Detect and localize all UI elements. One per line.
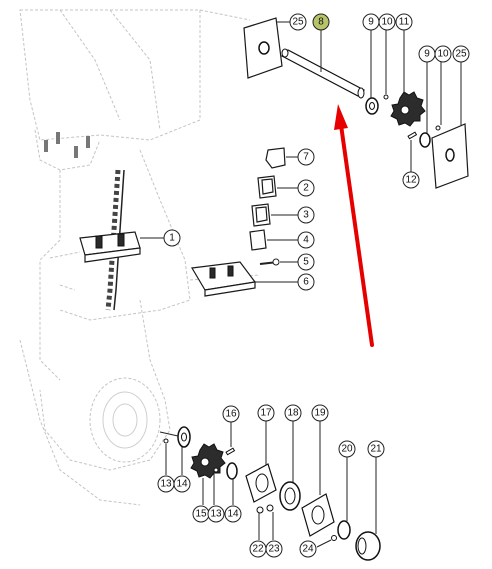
callout-24: 24 <box>299 540 317 558</box>
callout-19: 19 <box>311 404 329 422</box>
callout-9-right: 9 <box>418 45 436 63</box>
callout-label: 15 <box>195 509 207 520</box>
part-20-bearing <box>337 457 351 540</box>
part-14-bearing-lower <box>226 462 238 505</box>
part-12-key <box>407 131 418 172</box>
callout-label: 18 <box>287 408 299 419</box>
part-5-bolt <box>259 258 298 266</box>
callout-label: 23 <box>268 544 280 555</box>
part-13-nipple-left <box>163 438 169 475</box>
part-25-side-plate-right <box>431 62 469 189</box>
part-17-flange <box>245 421 277 503</box>
callout-15: 15 <box>192 505 210 523</box>
callout-label: 20 <box>341 444 353 455</box>
callout-label: 21 <box>370 444 382 455</box>
callout-label: 9 <box>368 17 374 28</box>
callout-12: 12 <box>402 171 420 189</box>
callout-17: 17 <box>257 404 275 422</box>
callout-label: 19 <box>314 408 326 419</box>
callout-21: 21 <box>367 440 385 458</box>
callout-8-highlighted: 8 <box>312 13 330 31</box>
part-10-nipple-right <box>435 62 442 131</box>
callout-13-left: 13 <box>157 475 175 493</box>
callout-20: 20 <box>338 440 356 458</box>
callout-23: 23 <box>265 540 283 558</box>
part-13-nipple-lower <box>213 467 219 505</box>
callout-6: 6 <box>297 273 315 291</box>
callout-label: 9 <box>424 49 430 60</box>
part-9-bearing-right <box>419 62 431 148</box>
callout-2: 2 <box>297 179 315 197</box>
callout-label: 6 <box>303 277 309 288</box>
callout-3: 3 <box>297 206 315 224</box>
callout-label: 2 <box>303 183 309 194</box>
part-25-side-plate-left <box>243 17 290 79</box>
part-16-key <box>225 422 236 456</box>
callout-label: 22 <box>252 544 264 555</box>
callout-label: 8 <box>318 17 324 28</box>
callout-label: 1 <box>169 233 175 244</box>
part-19-flange <box>301 421 335 537</box>
callout-14-left: 14 <box>173 475 191 493</box>
callout-18: 18 <box>284 404 302 422</box>
callout-label: 13 <box>210 509 222 520</box>
callout-label: 7 <box>303 152 309 163</box>
callout-25-right: 25 <box>452 45 470 63</box>
callout-16: 16 <box>222 405 240 423</box>
part-10-nipple-upper <box>383 30 389 100</box>
callout-label: 17 <box>260 408 272 419</box>
callout-label: 10 <box>381 17 393 28</box>
part-23-nut <box>266 504 274 540</box>
callout-label: 4 <box>303 235 309 246</box>
part-14-bearing-left <box>159 426 191 475</box>
part-18-bearing-unit <box>279 421 301 511</box>
machine-housing-outline <box>19 9 261 506</box>
callout-label: 14 <box>227 509 239 520</box>
callout-label: 3 <box>303 210 309 221</box>
part-1-chain-paddle <box>49 231 164 263</box>
part-7-bracket <box>265 147 298 169</box>
part-24-bolt <box>316 535 337 548</box>
part-15-sprocket-lower <box>190 443 226 505</box>
red-arrow-pointer <box>334 104 374 347</box>
housing-bolts <box>44 132 90 158</box>
callout-label: 5 <box>303 257 309 268</box>
part-9-bearing-upper <box>365 30 379 115</box>
callout-label: 25 <box>455 49 467 60</box>
callout-label: 13 <box>160 479 172 490</box>
callout-label: 25 <box>292 17 304 28</box>
callout-22: 22 <box>249 540 267 558</box>
callout-10-top: 10 <box>378 13 396 31</box>
callout-25-top-left: 25 <box>289 13 307 31</box>
callout-11: 11 <box>395 13 413 31</box>
part-22-washer <box>256 506 264 540</box>
part-3-clip <box>251 203 298 227</box>
callout-label: 12 <box>405 175 417 186</box>
callout-1: 1 <box>163 229 181 247</box>
callout-label: 14 <box>176 479 188 490</box>
part-11-sprocket-upper <box>390 30 426 127</box>
callout-13-lower: 13 <box>207 505 225 523</box>
callout-9-top: 9 <box>362 13 380 31</box>
callout-4: 4 <box>297 231 315 249</box>
part-2-clip <box>257 175 298 199</box>
callout-label: 24 <box>302 544 314 555</box>
callout-5: 5 <box>297 253 315 271</box>
callout-10-right: 10 <box>434 45 452 63</box>
part-8-shaft <box>280 30 366 99</box>
part-6-paddle <box>191 261 298 297</box>
part-4-clip <box>249 229 298 251</box>
callout-label: 11 <box>399 17 410 28</box>
callout-label: 10 <box>437 49 449 60</box>
callout-7: 7 <box>297 148 315 166</box>
callout-14-lower: 14 <box>224 505 242 523</box>
callout-label: 16 <box>225 409 237 420</box>
part-21-cap <box>355 457 381 561</box>
